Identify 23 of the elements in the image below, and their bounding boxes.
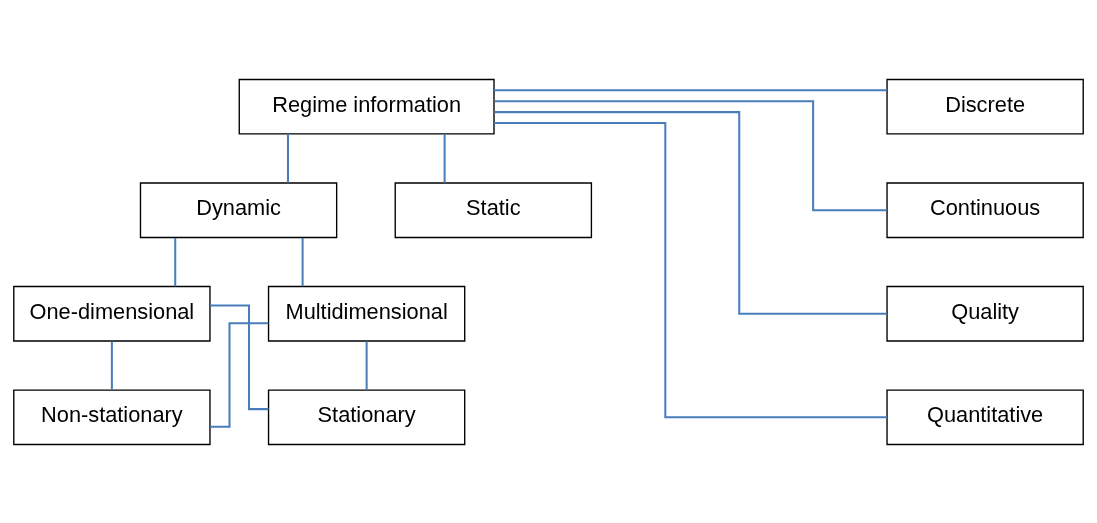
connector xyxy=(494,99,887,211)
connector xyxy=(301,237,304,286)
node-box: Quantitative xyxy=(886,388,1084,445)
connector xyxy=(443,133,446,183)
node-box: Continuous xyxy=(886,181,1084,238)
node-box: Non-stationary xyxy=(13,388,211,445)
connector xyxy=(210,321,269,428)
node-box: Quality xyxy=(886,285,1084,342)
connector xyxy=(110,341,113,390)
connector xyxy=(494,110,887,315)
connector xyxy=(286,133,289,183)
node-box: Multidimensional xyxy=(267,285,466,342)
node-box: One-dimensional xyxy=(13,285,211,342)
connector xyxy=(365,341,368,390)
node-box: Regime information xyxy=(238,78,495,135)
connector xyxy=(174,237,177,286)
connector xyxy=(210,304,269,410)
node-box: Static xyxy=(394,181,593,238)
node-box: Dynamic xyxy=(139,181,338,238)
node-box: Discrete xyxy=(886,78,1084,135)
connector xyxy=(494,88,887,91)
node-box: Stationary xyxy=(267,388,466,445)
connector xyxy=(494,121,887,418)
